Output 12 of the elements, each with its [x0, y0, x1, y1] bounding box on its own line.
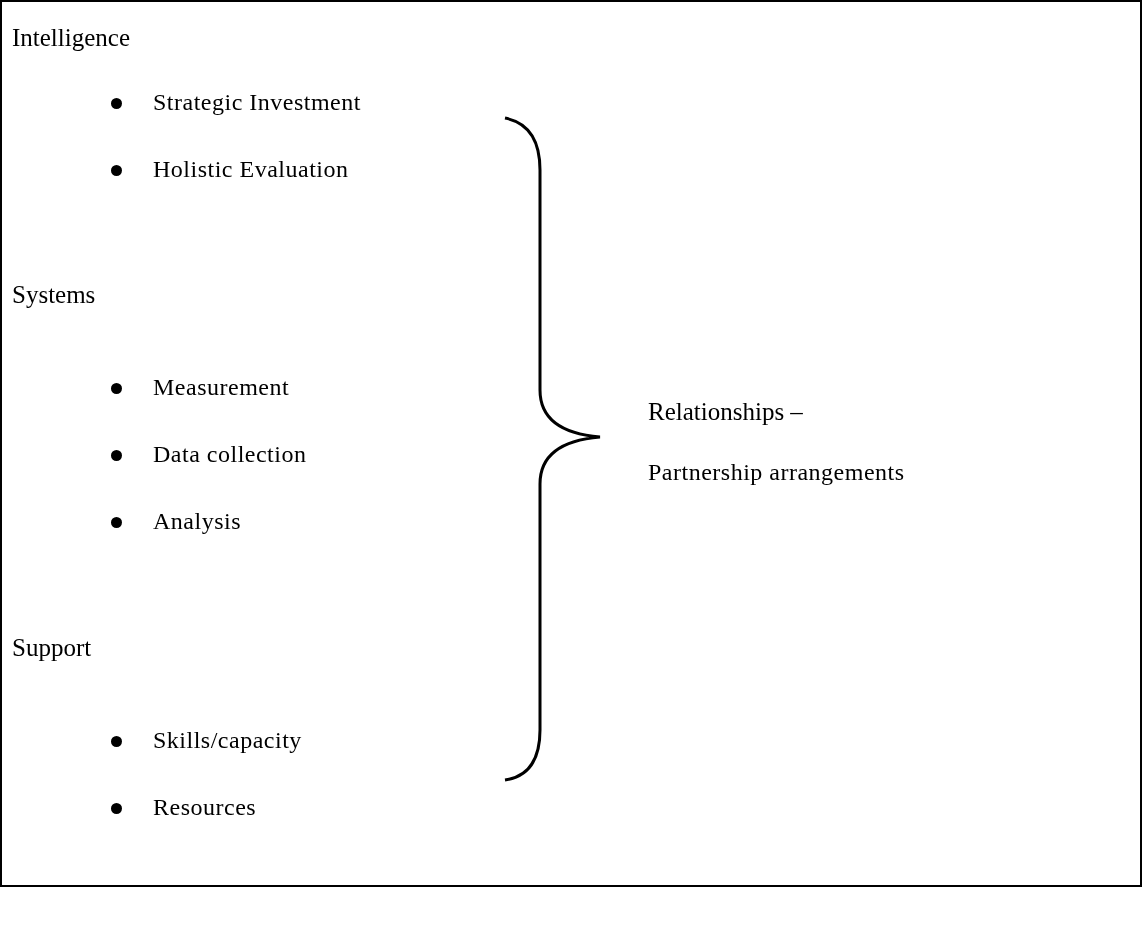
list-item: Strategic Investment [153, 88, 361, 117]
list-item: Measurement [153, 373, 290, 402]
section-heading: Systems [12, 280, 96, 310]
list-item: Skills/capacity [153, 726, 302, 755]
list-item: Partnership arrangements [648, 458, 905, 487]
list-item: Analysis [153, 507, 241, 536]
list-item: Data collection [153, 440, 307, 469]
section-heading: Support [12, 633, 92, 663]
section-heading: Relationships – [648, 397, 803, 427]
list-item: Resources [153, 793, 257, 822]
section-heading: Intelligence [12, 23, 130, 53]
list-item: Holistic Evaluation [153, 155, 349, 184]
